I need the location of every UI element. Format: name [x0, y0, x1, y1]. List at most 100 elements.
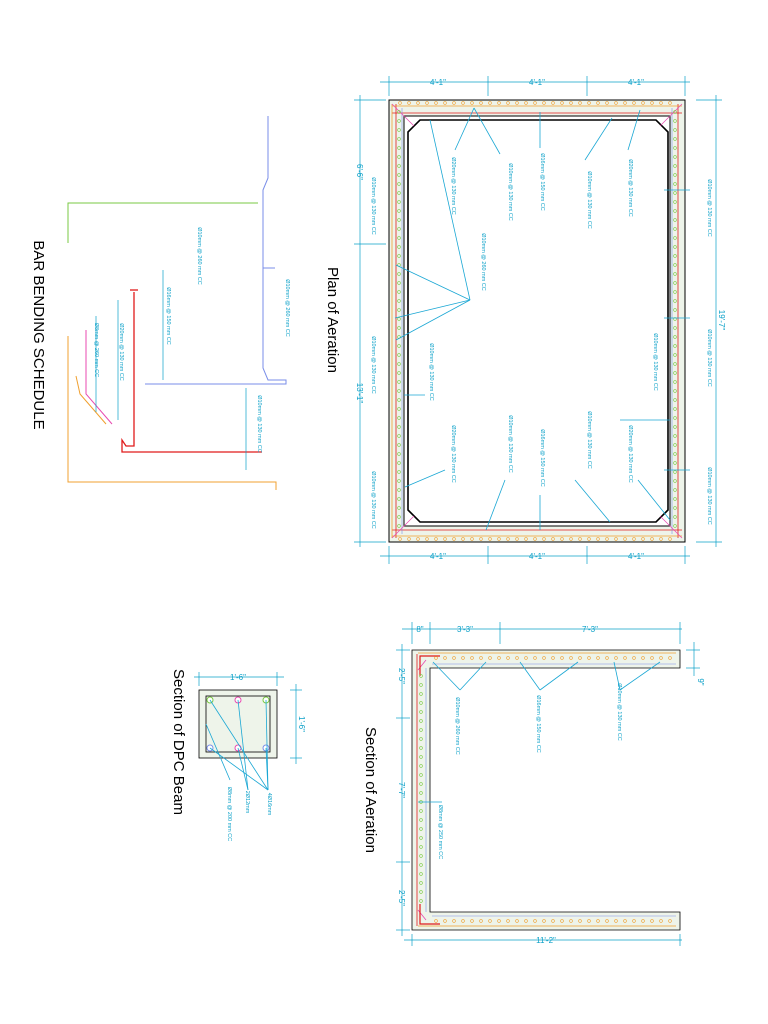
rebar-dot	[569, 537, 573, 541]
rebar-dot	[673, 137, 677, 141]
rebar-dot	[397, 164, 401, 168]
rebar-dot	[551, 656, 555, 660]
plan-leader	[584, 117, 613, 161]
plan-leaders	[394, 107, 690, 531]
dpc-note: 2Ø12mm	[244, 791, 250, 814]
plan-note: Ø20mm @ 130 mm CC	[450, 157, 456, 215]
section-corner-bar	[419, 655, 440, 676]
rebar-dot	[488, 919, 492, 923]
rebar-dot	[397, 452, 401, 456]
rebar-dot	[673, 407, 677, 411]
rebar-dot	[641, 656, 645, 660]
rebar-dot	[407, 537, 411, 541]
rebar-dot	[419, 683, 423, 687]
rebar-dot	[419, 881, 423, 885]
plan-leader	[637, 479, 671, 521]
rebar-dot	[524, 537, 528, 541]
rebar-dot	[533, 656, 537, 660]
rebar-dot	[397, 506, 401, 510]
rebar-dot	[397, 407, 401, 411]
dpc-leader	[237, 699, 249, 791]
rebar-dot	[397, 146, 401, 150]
section-leader	[613, 661, 621, 691]
rebar-dot	[578, 919, 582, 923]
rebar-dot	[542, 537, 546, 541]
rebar-dot	[407, 101, 411, 105]
bbs-bar-orange	[67, 336, 277, 490]
rebar-dot	[673, 290, 677, 294]
rebar-dot	[673, 254, 677, 258]
plan-leader	[395, 264, 471, 301]
dpc-leaders	[205, 699, 269, 791]
plan-dim-top-3: 4'-1"	[628, 78, 644, 87]
rebar-dot	[419, 710, 423, 714]
rebar-dot	[673, 353, 677, 357]
section-rebar-dots	[419, 656, 672, 923]
rebar-dot	[506, 919, 510, 923]
rebar-dot	[443, 537, 447, 541]
rebar-dot	[673, 389, 677, 393]
rebar-dot	[623, 537, 627, 541]
rebar-dot	[533, 537, 537, 541]
plan-corner-bar	[659, 515, 683, 539]
rebar-dot	[673, 173, 677, 177]
plan-dim-bottom-3: 4'-1"	[628, 552, 644, 561]
rebar-dot	[397, 326, 401, 330]
rebar-dot	[673, 299, 677, 303]
rebar-dot	[605, 656, 609, 660]
rebar-dot	[650, 919, 654, 923]
section-dim-slab: 9"	[696, 678, 705, 685]
rebar-dot	[596, 537, 600, 541]
rebar-dot	[397, 344, 401, 348]
rebar-dot	[397, 137, 401, 141]
section-dim-bottom: 11'-2"	[536, 936, 556, 945]
rebar-dot	[673, 434, 677, 438]
rebar-dot	[542, 656, 546, 660]
rebar-dot	[419, 836, 423, 840]
rebar-dot	[397, 380, 401, 384]
rebar-dot	[425, 101, 429, 105]
plan-dim-right: 19'-7"	[717, 310, 726, 331]
dpc-leader	[209, 699, 269, 791]
rebar-dot	[632, 656, 636, 660]
section-concrete	[411, 649, 681, 931]
rebar-dot	[668, 919, 672, 923]
rebar-dot	[470, 537, 474, 541]
rebar-dot	[623, 101, 627, 105]
plan-leader	[485, 479, 506, 531]
rebar-dot	[515, 656, 519, 660]
rebar-dot	[605, 919, 609, 923]
rebar-dot	[659, 101, 663, 105]
rebar-dot	[673, 452, 677, 456]
rebar-dot	[397, 281, 401, 285]
bbs-note: Ø16mm @ 150 mm CC	[165, 287, 171, 345]
plan-dim-left-2: 13'-1"	[355, 383, 364, 404]
plan-leader	[574, 479, 611, 523]
rebar-dot	[397, 209, 401, 213]
plan-title: Plan of Aeration	[324, 267, 341, 373]
rebar-dot	[397, 299, 401, 303]
rebar-dot	[673, 236, 677, 240]
bbs-note: Ø10mm @ 260 mm CC	[196, 227, 202, 285]
plan-leader	[404, 469, 446, 488]
plan-corner-bar	[659, 103, 683, 127]
rebar-dot	[587, 101, 591, 105]
rebar-dot	[673, 146, 677, 150]
rebar-dot	[506, 101, 510, 105]
rebar-dot	[650, 101, 654, 105]
rebar-dot	[434, 656, 438, 660]
rebar-dot	[673, 227, 677, 231]
rebar-dot	[614, 919, 618, 923]
rebar-dot	[673, 200, 677, 204]
plan-inner-wall	[403, 115, 671, 527]
section-note: Ø10mm @ 130 mm CC	[616, 683, 622, 741]
plan-note: Ø10mm @ 260 mm CC	[480, 233, 486, 291]
plan-corner-bar	[391, 103, 415, 127]
plan-note: Ø16mm @ 150 mm CC	[539, 429, 545, 487]
rebar-dot	[587, 656, 591, 660]
rebar-dot	[479, 537, 483, 541]
rebar-dot	[397, 245, 401, 249]
rebar-dot	[397, 362, 401, 366]
rebar-dot	[397, 497, 401, 501]
